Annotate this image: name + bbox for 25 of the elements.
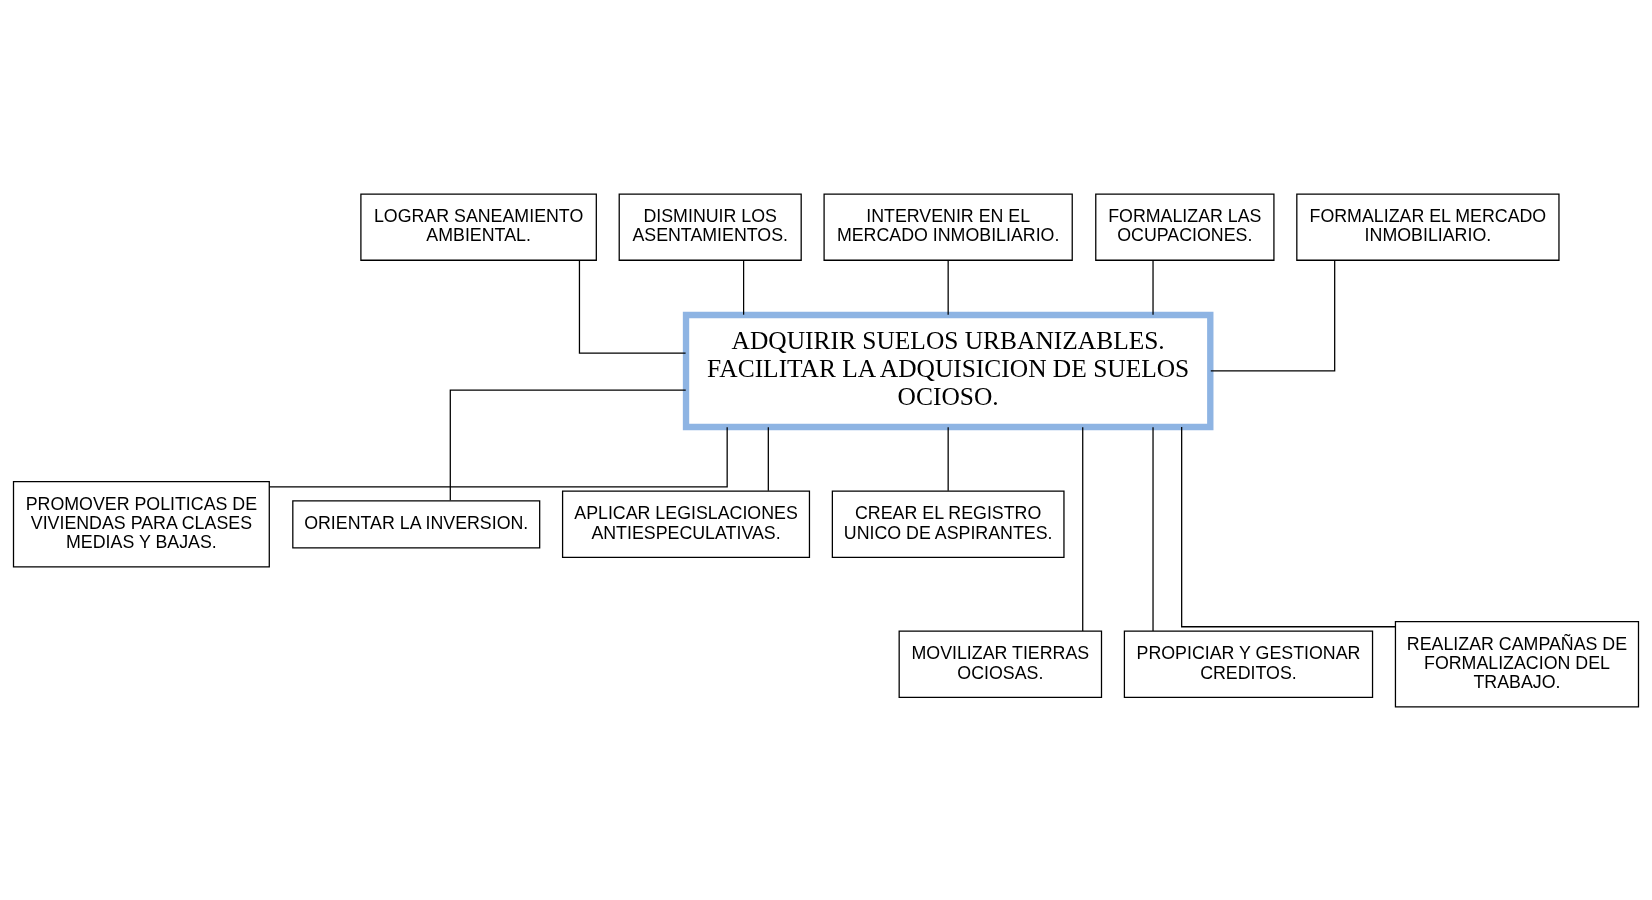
node-box: PROPICIAR Y GESTIONAR CREDITOS. [1123,630,1374,698]
connector [578,259,687,354]
connector [1181,425,1397,627]
connector [449,388,687,501]
node-box: APLICAR LEGISLACIONES ANTIESPECULATIVAS. [561,490,811,558]
connector [1152,259,1154,315]
node-box: CREAR EL REGISTRO UNICO DE ASPIRANTES. [831,490,1065,558]
node-box: ORIENTAR LA INVERSION. [292,499,541,548]
node-box: LOGRAR SANEAMIENTO AMBIENTAL. [360,192,597,261]
node-box: FORMALIZAR EL MERCADO INMOBILIARIO. [1296,192,1560,261]
node-box: FORMALIZAR LAS OCUPACIONES. [1095,192,1275,261]
node-box: PROMOVER POLITICAS DE VIVIENDAS PARA CLASES MEDIAS Y BAJAS. [12,480,270,568]
node-box: MOVILIZAR TIERRAS OCIOSAS. [898,630,1103,698]
connector [947,259,949,315]
connector [1082,426,1084,632]
node-box: INTERVENIR EN EL MERCADO INMOBILIARIO. [823,192,1073,261]
node-box: DISMINUIR LOS ASENTAMIENTOS. [618,192,802,261]
connector [947,426,949,491]
node-box: ADQUIRIR SUELOS URBANIZABLES. FACILITAR LA ADQUISICION DE SUELOS OCIOSO. [682,311,1214,430]
connector [1152,426,1154,632]
connector [742,259,745,315]
node-box: REALIZAR CAMPAÑAS DE FORMALIZACION DEL TRABAJO. [1394,620,1640,708]
connector [268,426,728,487]
connector [767,426,769,491]
connector [1210,259,1336,372]
